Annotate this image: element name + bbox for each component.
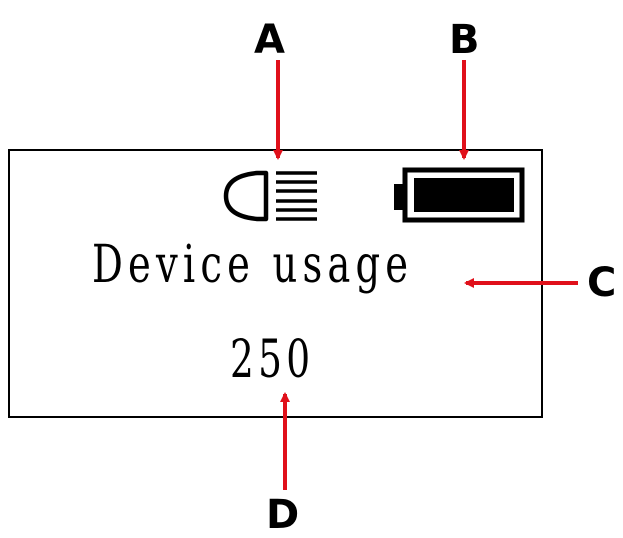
lcd-screen: Device usage 250: [8, 149, 543, 418]
callout-label-a: A: [254, 17, 285, 63]
battery-level-fill: [414, 178, 514, 212]
usage-value: 250: [230, 330, 315, 390]
callout-label-b: B: [449, 17, 480, 63]
callout-label-d: D: [266, 492, 300, 538]
device-usage-label: Device usage: [92, 235, 414, 295]
headlight-icon: [223, 170, 317, 222]
battery-full-icon: [394, 167, 525, 223]
callout-label-c: C: [587, 260, 617, 306]
